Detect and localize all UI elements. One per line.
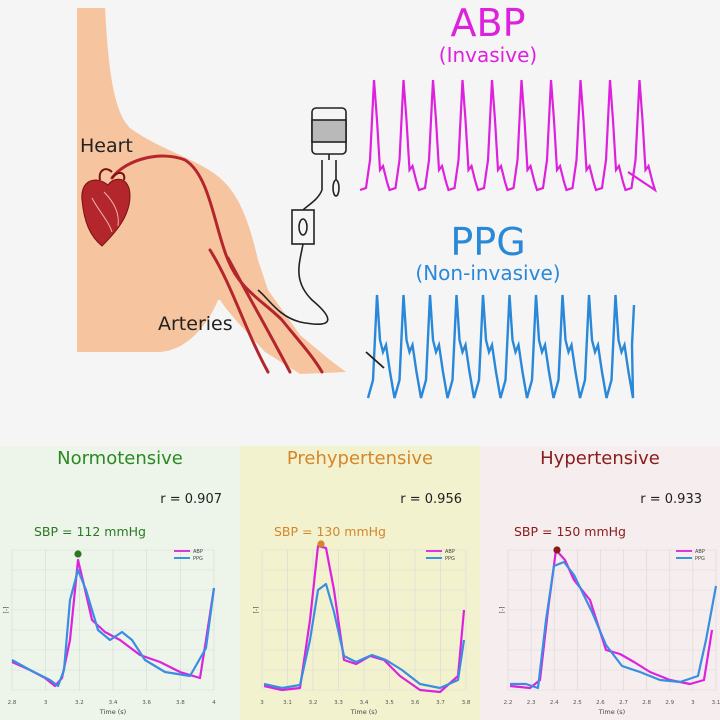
panel-hypertensive: Hypertensive r = 0.933 SBP = 150 mmHg 2.… bbox=[480, 446, 720, 720]
tick-label: 2.3 bbox=[527, 700, 536, 706]
tick-label: 3 bbox=[260, 700, 264, 706]
ppg-curve bbox=[11, 568, 216, 688]
grid bbox=[11, 549, 215, 691]
sbp-label: SBP = 112 mmHg bbox=[34, 524, 146, 539]
legend-ppg: PPG bbox=[695, 556, 705, 562]
tick-label: 3.8 bbox=[462, 700, 471, 706]
legend-ppg: PPG bbox=[445, 556, 455, 562]
legend-abp: ABP bbox=[193, 549, 203, 555]
panel-prehypertensive: Prehypertensive r = 0.956 SBP = 130 mmHg… bbox=[240, 446, 480, 720]
abp-subtitle: (Invasive) bbox=[438, 43, 538, 67]
y-axis-label: [-] bbox=[499, 607, 506, 614]
sbp-peak-marker bbox=[74, 550, 82, 558]
tick-label: 3.1 bbox=[283, 700, 292, 706]
tick-label: 3.7 bbox=[436, 700, 445, 706]
correlation-value: r = 0.956 bbox=[400, 492, 462, 507]
correlation-value: r = 0.907 bbox=[160, 492, 222, 507]
y-axis-label: [-] bbox=[3, 607, 10, 614]
tick-label: 3.6 bbox=[142, 700, 151, 706]
x-axis-label: Time (s) bbox=[598, 708, 625, 716]
abp-curve bbox=[263, 544, 466, 694]
illustration-svg: Heart Arteries bbox=[77, 8, 657, 399]
tick-label: 3.5 bbox=[385, 700, 394, 706]
illustration-area: Heart Arteries ABP (Invasive) PPG (Non-i… bbox=[77, 2, 657, 399]
panel-title: Normotensive bbox=[57, 448, 183, 469]
tick-label: 3.4 bbox=[360, 700, 369, 706]
torso-silhouette bbox=[77, 8, 346, 374]
ppg-start-marker bbox=[365, 351, 385, 369]
transducer-icon bbox=[291, 209, 315, 245]
arteries bbox=[110, 154, 324, 374]
tick-label: 3 bbox=[691, 700, 695, 706]
legend-ppg: PPG bbox=[193, 556, 203, 562]
sbp-label: SBP = 130 mmHg bbox=[274, 524, 386, 539]
tick-label: 2.5 bbox=[573, 700, 582, 706]
arteries-label: Arteries bbox=[158, 313, 233, 335]
panel-normotensive: Normotensive r = 0.907 SBP = 112 mmHg 2.… bbox=[0, 446, 240, 720]
legend-abp: ABP bbox=[695, 549, 705, 555]
tick-label: 2.2 bbox=[504, 700, 513, 706]
sbp-peak-marker bbox=[317, 540, 325, 548]
heart-icon bbox=[81, 168, 131, 247]
tick-label: 2.8 bbox=[642, 700, 651, 706]
tick-label: 3.6 bbox=[411, 700, 420, 706]
panel-title: Hypertensive bbox=[540, 448, 660, 469]
y-axis-label: [-] bbox=[253, 607, 260, 614]
tick-label: 3 bbox=[44, 700, 48, 706]
arterial-line bbox=[257, 189, 329, 326]
ppg-curve bbox=[263, 582, 466, 690]
grid bbox=[261, 549, 467, 691]
heart-label: Heart bbox=[80, 135, 133, 157]
abp-waveform bbox=[359, 79, 657, 193]
tick-label: 2.4 bbox=[550, 700, 559, 706]
pressure-bag-icon bbox=[311, 107, 347, 197]
tick-label: 3.2 bbox=[309, 700, 318, 706]
x-axis-label: Time (s) bbox=[99, 708, 126, 716]
ppg-waveform bbox=[366, 294, 636, 399]
panel-title: Prehypertensive bbox=[286, 448, 434, 469]
legend-abp: ABP bbox=[445, 549, 455, 555]
abp-title: ABP bbox=[450, 1, 526, 45]
tick-label: 3.2 bbox=[75, 700, 84, 706]
tick-label: 3.4 bbox=[109, 700, 118, 706]
ppg-title: PPG bbox=[450, 220, 526, 264]
tick-label: 2.6 bbox=[596, 700, 605, 706]
abp-heading: ABP (Invasive) bbox=[420, 2, 556, 66]
tick-label: 3.8 bbox=[176, 700, 185, 706]
ppg-curve bbox=[510, 560, 718, 690]
tick-label: 3.1 bbox=[712, 700, 720, 706]
tick-label: 3.3 bbox=[334, 700, 343, 706]
abp-curve bbox=[11, 558, 216, 688]
sbp-peak-marker bbox=[553, 546, 561, 554]
ppg-heading: PPG (Non-invasive) bbox=[400, 222, 576, 284]
tick-label: 2.8 bbox=[8, 700, 17, 706]
grid bbox=[507, 549, 717, 691]
sbp-label: SBP = 150 mmHg bbox=[514, 524, 626, 539]
ppg-subtitle: (Non-invasive) bbox=[415, 261, 561, 285]
tick-label: 4 bbox=[212, 700, 216, 706]
x-axis-label: Time (s) bbox=[350, 708, 377, 716]
tick-label: 2.9 bbox=[665, 700, 674, 706]
tick-label: 2.7 bbox=[619, 700, 628, 706]
correlation-value: r = 0.933 bbox=[640, 492, 702, 507]
